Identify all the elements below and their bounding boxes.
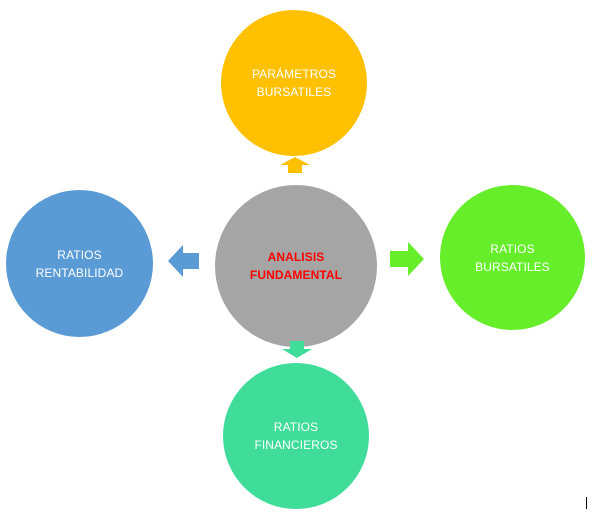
analisis-fundamental-line2: FUNDAMENTAL [249,268,343,282]
analisis-fundamental-label: ANALISIS FUNDAMENTAL [250,248,342,284]
ratios-rentabilidad-line2: RENTABILIDAD [35,265,124,280]
arrow-down-shape [282,341,312,358]
arrow-right-icon [390,242,424,276]
parametros-bursatiles-node: PARÁMETROS BURSATILES [221,10,367,156]
analisis-fundamental-line1: ANALISIS [267,250,325,264]
analisis-fundamental-node: ANALISIS FUNDAMENTAL [215,185,377,347]
arrow-right-shape [390,242,424,276]
ratios-financieros-node: RATIOS FINANCIEROS [223,363,369,509]
ratios-bursatiles-line1: RATIOS [490,241,535,256]
arrow-left-icon [168,245,199,277]
ratios-bursatiles-node: RATIOS BURSATILES [440,185,585,330]
ratios-rentabilidad-label: RATIOS RENTABILIDAD [36,246,124,282]
parametros-bursatiles-line2: BURSATILES [256,85,332,99]
parametros-bursatiles-line1: PARÁMETROS [251,67,337,81]
parametros-bursatiles-label: PARÁMETROS BURSATILES [252,65,336,101]
ratios-bursatiles-line2: BURSATILES [475,259,550,274]
ratios-bursatiles-label: RATIOS BURSATILES [475,240,550,276]
arrow-down-icon [282,341,312,358]
ratios-financieros-label: RATIOS FINANCIEROS [254,418,337,454]
arrow-left-shape [168,245,199,277]
ratios-financieros-line1: RATIOS [273,420,319,434]
ratios-rentabilidad-node: RATIOS RENTABILIDAD [6,190,153,337]
arrow-up-shape [280,157,310,173]
ratios-rentabilidad-line1: RATIOS [57,247,102,262]
ratios-financieros-line2: FINANCIEROS [254,438,338,452]
text-cursor [586,497,587,509]
arrow-up-icon [280,157,310,173]
